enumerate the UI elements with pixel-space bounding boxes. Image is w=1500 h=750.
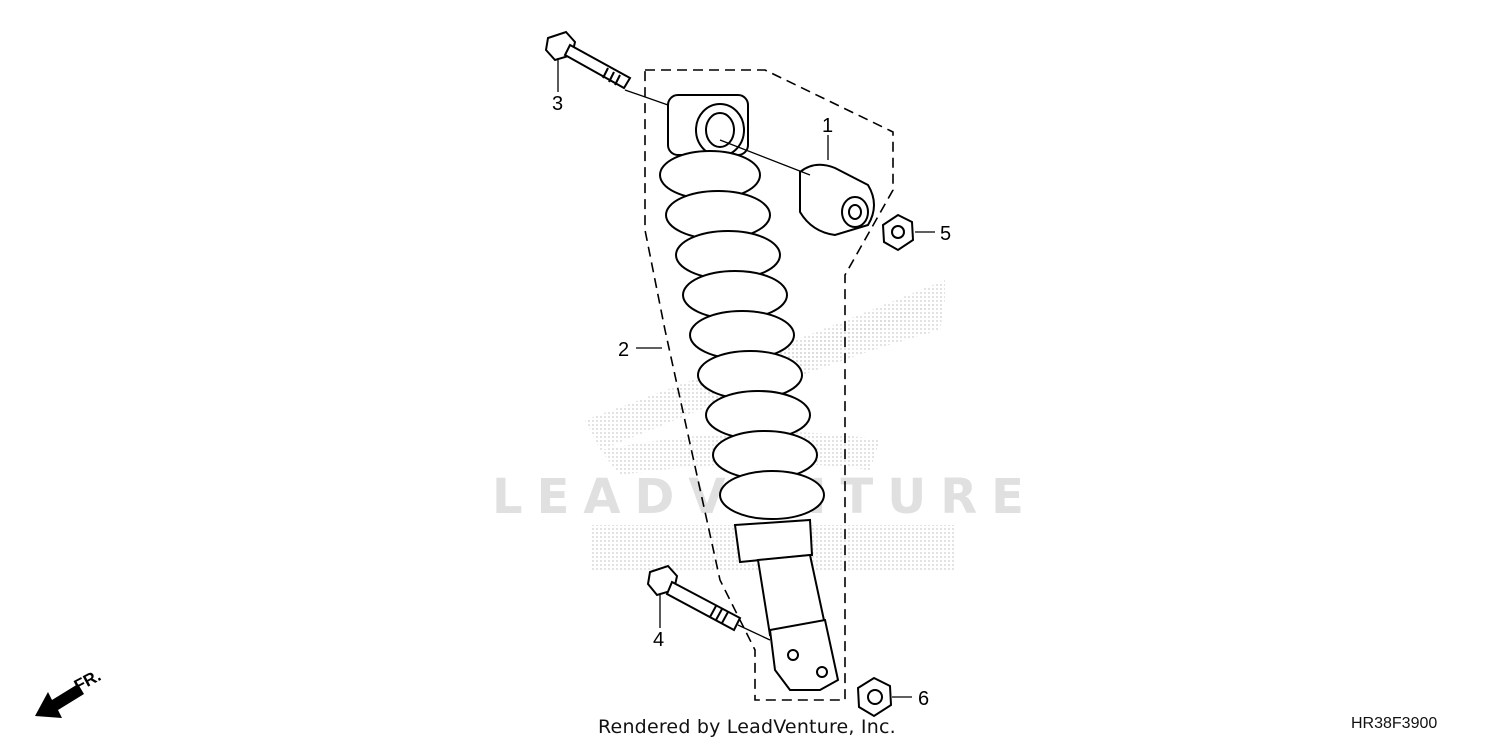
upper-bolt	[544, 30, 632, 90]
diagram-code: HR38F3900	[1351, 715, 1438, 732]
callout-5: 5	[940, 223, 951, 245]
lower-bolt	[646, 564, 742, 632]
rear-shock-absorber	[659, 94, 840, 691]
callout-6: 6	[918, 688, 929, 710]
callout-2: 2	[618, 339, 629, 361]
callout-4: 4	[653, 629, 664, 651]
callout-1: 1	[822, 115, 833, 137]
upper-nut	[881, 213, 915, 252]
assembly-boundary	[644, 69, 894, 701]
leader-lines	[557, 58, 935, 698]
front-direction-arrow-icon	[35, 684, 84, 718]
upper-bushing	[799, 163, 875, 237]
credit-text: Rendered by LeadVenture, Inc.	[598, 716, 896, 738]
callout-3: 3	[552, 93, 563, 115]
lower-nut	[856, 676, 893, 718]
